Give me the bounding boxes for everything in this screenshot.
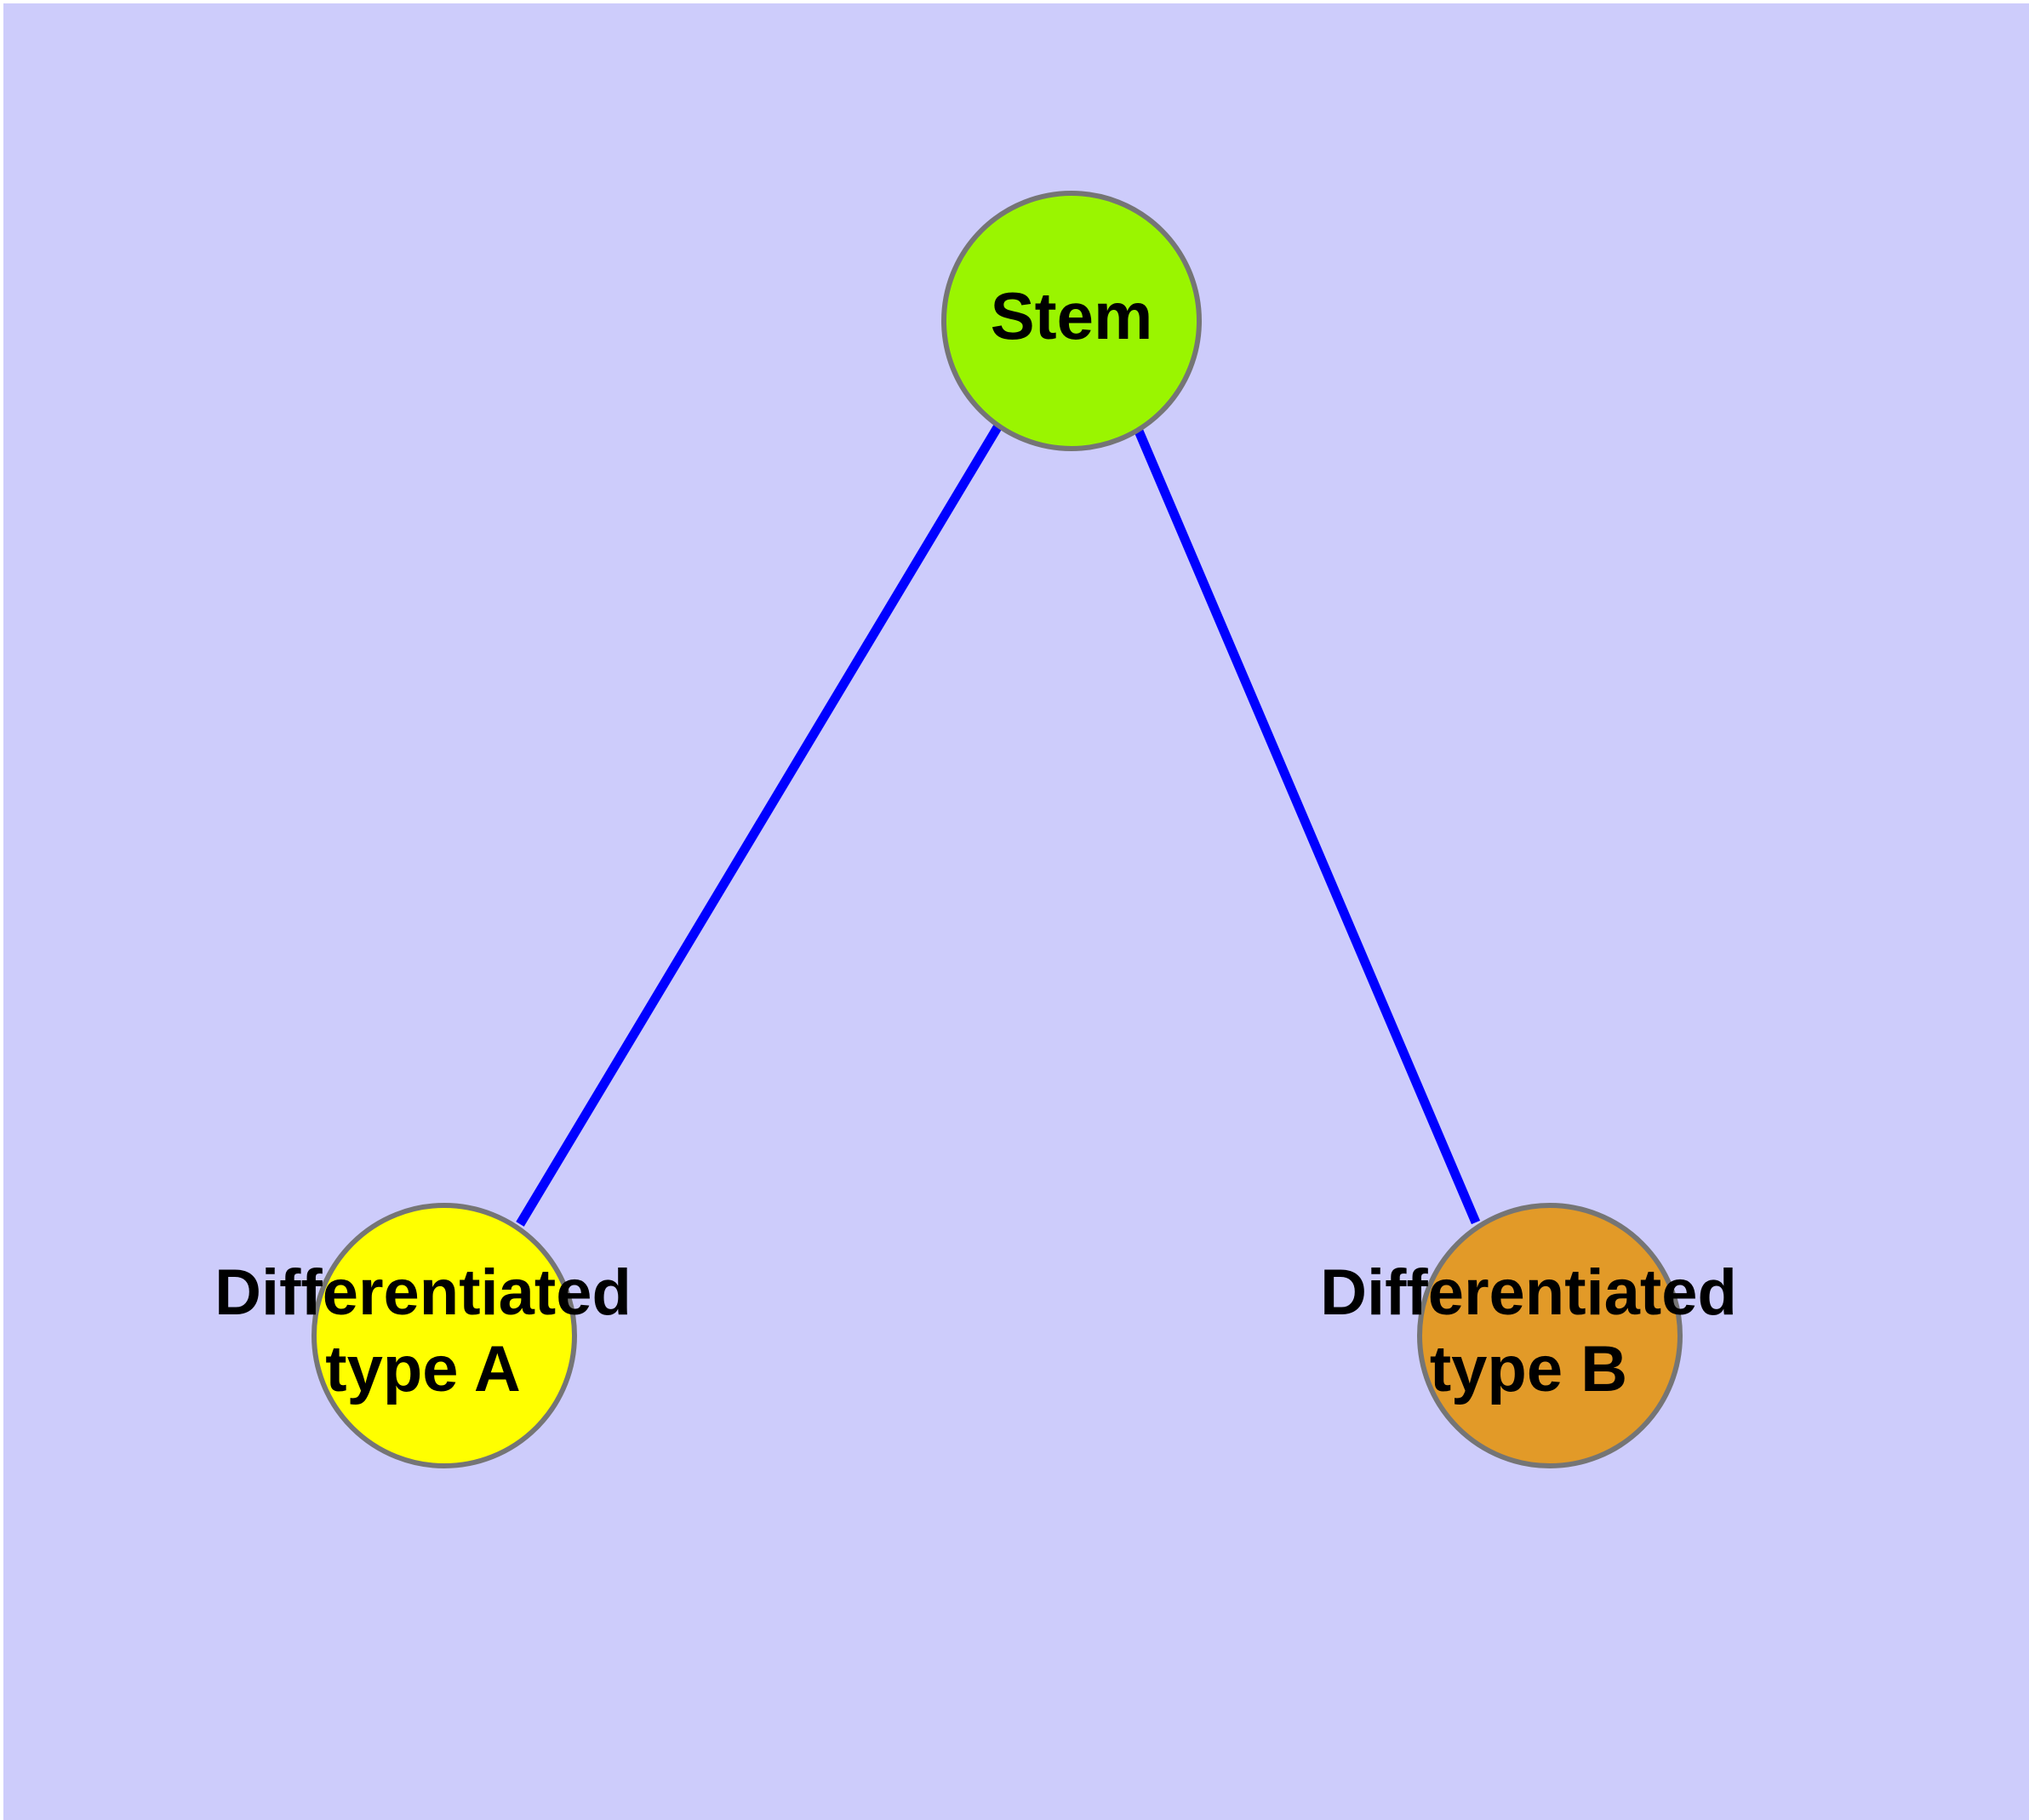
node-differentiated-type-b-circle[interactable] <box>1417 1203 1683 1468</box>
edge-stem-to-type-b[interactable] <box>1133 426 1481 1225</box>
node-stem-circle[interactable] <box>941 191 1202 451</box>
edge-layer <box>516 425 1481 1227</box>
node-differentiated-type-a-circle[interactable] <box>311 1203 577 1468</box>
node-differentiated-type-b-label-line: Differentiated <box>1320 1256 1737 1329</box>
node-differentiated-type-a-label-line: Differentiated <box>214 1256 632 1329</box>
edge-stem-to-type-a[interactable] <box>516 425 1002 1227</box>
node-differentiated-type-b-label-line: type B <box>1430 1333 1627 1405</box>
node-stem-label-line: Stem <box>991 278 1153 353</box>
node-differentiated-type-a-label-line: type A <box>325 1333 520 1405</box>
node-stem[interactable]: Stem <box>941 191 1202 451</box>
node-stem-label: Stem <box>991 278 1153 353</box>
